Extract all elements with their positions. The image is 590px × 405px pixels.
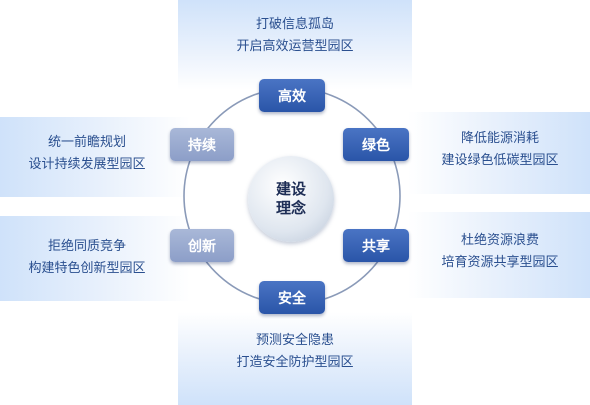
panel-bottom	[178, 312, 412, 405]
node-bottom: 安全	[259, 281, 325, 314]
node-right-upper: 绿色	[343, 128, 409, 161]
panel-left-lower-line1: 拒绝同质竞争	[47, 239, 126, 254]
panel-left-upper-text: 统一前瞻规划 设计持续发展型园区	[12, 132, 162, 176]
panel-right-upper-line2: 建设绿色低碳型园区	[441, 153, 559, 168]
hub-line1: 建设	[275, 180, 306, 198]
panel-right-lower-line2: 培育资源共享型园区	[441, 255, 559, 270]
hub-circle: 建设 理念	[248, 156, 334, 242]
panel-top-text: 打破信息孤岛 开启高效运营型园区	[178, 14, 412, 58]
panel-right-lower	[408, 212, 590, 298]
panel-left-lower	[0, 216, 190, 301]
node-top: 高效	[259, 79, 325, 112]
panel-left-lower-line2: 构建特色创新型园区	[28, 261, 146, 276]
panel-bottom-line1: 预测安全隐患	[255, 333, 334, 348]
panel-top	[178, 0, 412, 90]
panel-bottom-line2: 打造安全防护型园区	[236, 355, 354, 370]
panel-left-lower-text: 拒绝同质竞争 构建特色创新型园区	[12, 236, 162, 280]
panel-top-line2: 开启高效运营型园区	[236, 39, 354, 54]
panel-right-upper-text: 降低能源消耗 建设绿色低碳型园区	[425, 128, 575, 172]
panel-top-line1: 打破信息孤岛	[255, 17, 334, 32]
panel-left-upper-line1: 统一前瞻规划	[47, 135, 126, 150]
node-right-lower: 共享	[343, 229, 409, 262]
panel-left-upper-line2: 设计持续发展型园区	[28, 157, 146, 172]
panel-right-upper-line1: 降低能源消耗	[460, 131, 539, 146]
hub-line2: 理念	[275, 199, 306, 217]
panel-right-upper	[408, 112, 590, 194]
node-left-lower: 创新	[170, 229, 234, 262]
panel-bottom-text: 预测安全隐患 打造安全防护型园区	[178, 330, 412, 374]
node-left-upper: 持续	[170, 128, 234, 161]
panel-right-lower-text: 杜绝资源浪费 培育资源共享型园区	[425, 230, 575, 274]
panel-right-lower-line1: 杜绝资源浪费	[460, 233, 539, 248]
panel-left-upper	[0, 117, 190, 197]
